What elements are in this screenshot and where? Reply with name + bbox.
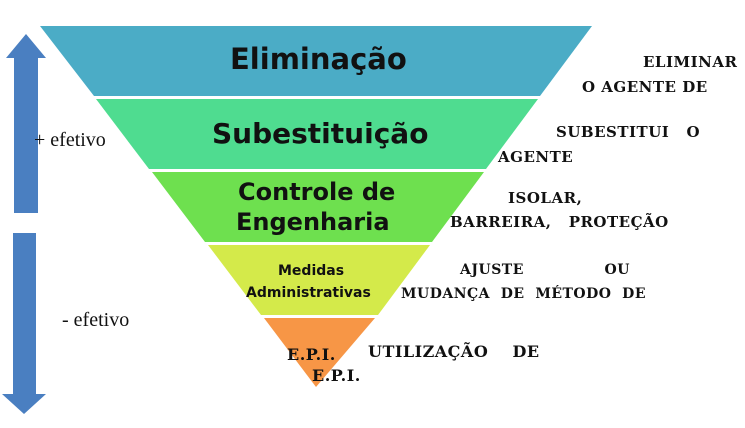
level-administrative-desc-line1: AJUSTE OU bbox=[460, 262, 630, 278]
level-ppe-title-overflow: E.P.I. bbox=[312, 366, 361, 385]
level-administrative-desc-line2: MUDANÇA DE MÉTODO DE bbox=[401, 286, 646, 302]
up-arrow bbox=[6, 34, 46, 213]
level-substitution-title: Subestituição bbox=[212, 117, 429, 150]
level-ppe-band bbox=[264, 318, 375, 387]
level-elimination-title: Eliminação bbox=[230, 42, 407, 76]
down-arrow bbox=[2, 233, 46, 414]
level-administrative-band bbox=[208, 245, 430, 315]
level-substitution-desc-line2: AGENTE bbox=[498, 148, 574, 166]
level-elimination-desc-line2: O AGENTE DE bbox=[582, 78, 708, 96]
level-engineering-title-line2: Engenharia bbox=[236, 208, 390, 236]
level-engineering-desc-line2: BARREIRA, PROTEÇÃO bbox=[450, 213, 669, 231]
level-engineering-title-line1: Controle de bbox=[238, 178, 396, 206]
level-administrative-title-line2: Administrativas bbox=[246, 285, 371, 301]
more-effective-label: + efetivo bbox=[34, 129, 106, 151]
level-elimination-band bbox=[40, 26, 592, 96]
level-elimination-desc-line1: ELIMINAR bbox=[643, 53, 738, 71]
level-ppe-title: E.P.I. bbox=[287, 345, 336, 364]
level-engineering-controls-band bbox=[152, 172, 484, 242]
level-substitution-desc-line1: SUBESTITUI O bbox=[556, 123, 701, 141]
level-engineering-desc-line1: ISOLAR, bbox=[508, 189, 583, 207]
less-effective-label: - efetivo bbox=[62, 309, 130, 331]
level-substitution-band bbox=[96, 99, 538, 169]
level-administrative-title-line1: Medidas bbox=[278, 263, 345, 279]
level-ppe-desc-line1: UTILIZAÇÃO DE bbox=[368, 342, 540, 361]
